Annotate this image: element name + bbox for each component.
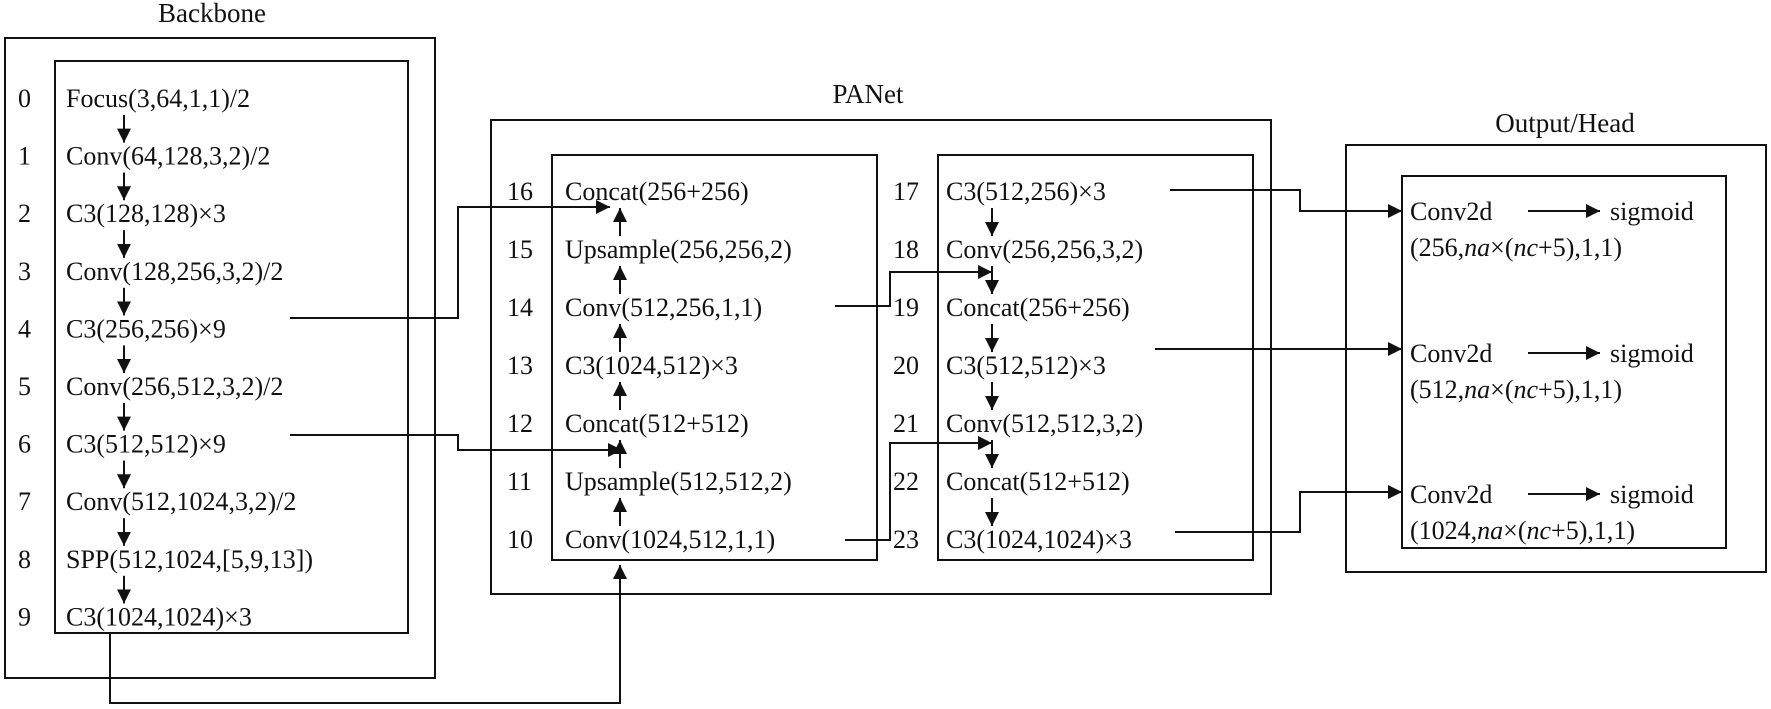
param-part: ×( — [1490, 233, 1513, 262]
connector-4-to-16 — [290, 200, 610, 319]
param-part: +5),1,1) — [1538, 233, 1622, 262]
backbone-title: Backbone — [158, 0, 266, 28]
head-inner-box — [1401, 175, 1727, 549]
connector-6-to-12 — [290, 434, 622, 457]
sigmoid-label: sigmoid — [1610, 480, 1694, 509]
layer-label: Concat(512+512) — [565, 409, 749, 438]
layer-index: 5 — [18, 372, 31, 401]
param-part: na — [1477, 516, 1503, 545]
layer-label: Concat(512+512) — [946, 467, 1130, 496]
layer-index: 15 — [507, 235, 533, 264]
layer-label: C3(256,256)×9 — [66, 314, 226, 343]
sigmoid-label: sigmoid — [1610, 197, 1694, 226]
layer-index: 2 — [18, 199, 31, 228]
layer-index: 10 — [507, 525, 533, 554]
param-part: na — [1464, 233, 1490, 262]
param-part: +5),1,1) — [1538, 375, 1622, 404]
layer-label: Conv(128,256,3,2)/2 — [66, 257, 283, 286]
conv2d-params: (256,na×(nc+5),1,1) — [1410, 233, 1622, 262]
layer-label: C3(1024,1024)×3 — [66, 602, 252, 631]
layer-label: Conv(512,512,3,2) — [946, 409, 1143, 438]
layer-index: 16 — [507, 177, 533, 206]
layer-index: 18 — [893, 235, 919, 264]
connector-10-to-22 — [845, 436, 992, 541]
layer-index: 23 — [893, 525, 919, 554]
layer-label: SPP(512,1024,[5,9,13]) — [66, 545, 313, 574]
layer-index: 11 — [507, 467, 532, 496]
panet-right-box — [937, 154, 1254, 561]
conv2d-params: (512,na×(nc+5),1,1) — [1410, 375, 1622, 404]
layer-index: 22 — [893, 467, 919, 496]
connector-23-to-head — [1175, 485, 1402, 533]
backbone-outer-box — [4, 37, 436, 679]
param-part: +5),1,1) — [1551, 516, 1635, 545]
layer-label: Conv(512,256,1,1) — [565, 293, 762, 322]
layer-index: 19 — [893, 293, 919, 322]
conv2d-label: Conv2d — [1410, 339, 1492, 368]
param-part: (512, — [1410, 375, 1464, 404]
param-part: nc — [1527, 516, 1552, 545]
layer-index: 9 — [18, 602, 31, 631]
layer-index: 13 — [507, 351, 533, 380]
layer-label: C3(512,512)×3 — [946, 351, 1106, 380]
param-part: nc — [1514, 233, 1539, 262]
conv2d-params: (1024,na×(nc+5),1,1) — [1410, 516, 1635, 545]
layer-label: C3(1024,512)×3 — [565, 351, 738, 380]
layer-index: 21 — [893, 409, 919, 438]
head-outer-box — [1345, 144, 1767, 573]
layer-label: Conv(256,256,3,2) — [946, 235, 1143, 264]
layer-index: 14 — [507, 293, 533, 322]
layer-label: C3(1024,1024)×3 — [946, 525, 1132, 554]
layer-index: 20 — [893, 351, 919, 380]
sigmoid-label: sigmoid — [1610, 339, 1694, 368]
head-title: Output/Head — [1495, 108, 1635, 138]
layer-index: 7 — [18, 487, 31, 516]
layer-label: C3(512,256)×3 — [946, 177, 1106, 206]
layer-label: C3(128,128)×3 — [66, 199, 226, 228]
param-part: (256, — [1410, 233, 1464, 262]
param-part: ×( — [1503, 516, 1526, 545]
connections — [109, 189, 1402, 704]
layer-label: C3(512,512)×9 — [66, 430, 226, 459]
layer-label: Conv(512,1024,3,2)/2 — [66, 487, 296, 516]
connector-17-to-head — [1170, 189, 1402, 218]
panet-left-layers: 16 Concat(256+256) 15 Upsample(256,256,2) 14… — [507, 177, 792, 554]
conv2d-label: Conv2d — [1410, 480, 1492, 509]
layer-label: Upsample(256,256,2) — [565, 235, 792, 264]
layer-label: Upsample(512,512,2) — [565, 467, 792, 496]
connector-14-to-19 — [835, 265, 992, 307]
connector-9-to-10 — [109, 565, 627, 704]
layer-index: 1 — [18, 142, 31, 171]
layer-index: 3 — [18, 257, 31, 286]
param-part: na — [1464, 375, 1490, 404]
layer-index: 8 — [18, 545, 31, 574]
layer-label: Conv(256,512,3,2)/2 — [66, 372, 283, 401]
layer-label: Conv(1024,512,1,1) — [565, 525, 775, 554]
panet-left-box — [551, 154, 878, 561]
panet-title: PANet — [832, 79, 904, 109]
layer-index: 0 — [18, 84, 31, 113]
layer-index: 6 — [18, 430, 31, 459]
conv2d-label: Conv2d — [1410, 197, 1492, 226]
backbone-inner-box — [54, 60, 409, 634]
layer-label: Conv(64,128,3,2)/2 — [66, 142, 270, 171]
param-part: nc — [1514, 375, 1539, 404]
layer-index: 12 — [507, 409, 533, 438]
layer-label: Concat(256+256) — [565, 177, 749, 206]
layer-index: 17 — [893, 177, 919, 206]
layer-label: Concat(256+256) — [946, 293, 1130, 322]
layer-label: Focus(3,64,1,1)/2 — [66, 84, 250, 113]
param-part: ×( — [1490, 375, 1513, 404]
panet-outer-box — [490, 119, 1272, 595]
param-part: (1024, — [1410, 516, 1477, 545]
layer-index: 4 — [18, 314, 31, 343]
